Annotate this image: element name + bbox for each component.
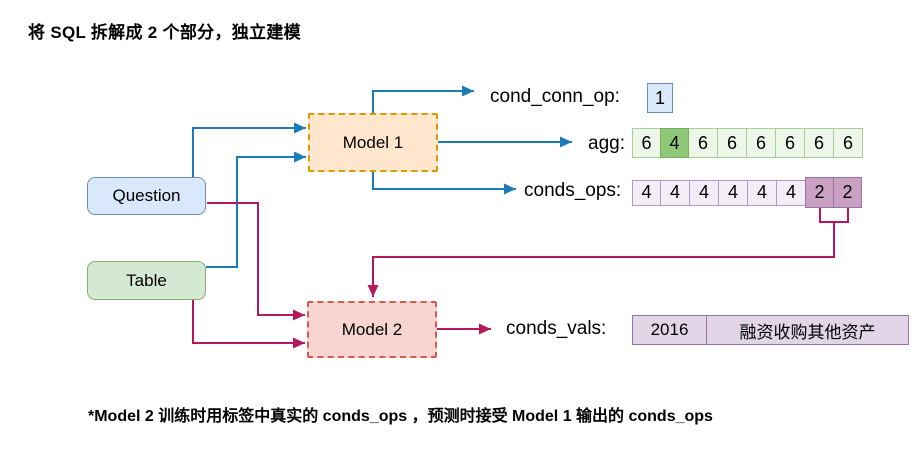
question-to-model1-arrow bbox=[192, 122, 306, 177]
conds-ops-cell: 4 bbox=[690, 179, 719, 206]
conds-ops-label: conds_ops: bbox=[524, 180, 622, 201]
conds-ops-bracket bbox=[819, 207, 849, 223]
agg-cell: 6 bbox=[834, 128, 863, 158]
conds-ops-cell: 4 bbox=[777, 179, 806, 206]
conds-ops-cell: 4 bbox=[661, 179, 690, 206]
question-node: Question bbox=[87, 177, 206, 215]
cond-conn-op-label: cond_conn_op: bbox=[490, 86, 620, 107]
agg-cell: 6 bbox=[689, 128, 718, 158]
table-node: Table bbox=[87, 261, 206, 300]
conds-ops-to-model2-arrow bbox=[367, 222, 835, 297]
conds-ops-cell: 4 bbox=[748, 179, 777, 206]
agg-cell: 6 bbox=[718, 128, 747, 158]
model2-node: Model 2 bbox=[307, 301, 437, 358]
conds-ops-cell: 4 bbox=[632, 179, 661, 206]
conds-vals-cell: 2016 bbox=[632, 315, 707, 345]
conds-ops-cell: 2 bbox=[805, 177, 834, 208]
agg-cell: 6 bbox=[632, 128, 661, 158]
table-to-model2-arrow bbox=[192, 300, 305, 349]
agg-label: agg: bbox=[588, 133, 625, 154]
conds-ops-cell: 4 bbox=[719, 179, 748, 206]
question-node-label: Question bbox=[112, 186, 181, 205]
model1-node-label: Model 1 bbox=[342, 132, 404, 152]
cond-conn-op-value: 1 bbox=[647, 83, 673, 113]
conds-ops-cell: 2 bbox=[833, 177, 862, 208]
model1-to-cond-conn-op-arrow bbox=[372, 85, 474, 113]
agg-cell: 6 bbox=[805, 128, 834, 158]
conds-vals-label: conds_vals: bbox=[506, 318, 607, 339]
model1-node: Model 1 bbox=[308, 113, 438, 172]
footnote: *Model 2 训练时用标签中真实的 conds_ops ，预测时接受 Mod… bbox=[88, 408, 713, 425]
agg-cell: 4 bbox=[660, 128, 689, 158]
model2-node-label: Model 2 bbox=[341, 319, 403, 339]
conds-vals-cell: 融资收购其他资产 bbox=[707, 315, 909, 345]
diagram-title: 将 SQL 拆解成 2 个部分，独立建模 bbox=[28, 23, 301, 42]
model1-to-conds-ops-arrow bbox=[372, 172, 516, 195]
question-to-model2-arrow bbox=[207, 202, 305, 321]
table-node-label: Table bbox=[126, 270, 167, 290]
agg-cell: 6 bbox=[776, 128, 805, 158]
table-to-model1-arrow bbox=[206, 151, 306, 268]
agg-cell: 6 bbox=[747, 128, 776, 158]
